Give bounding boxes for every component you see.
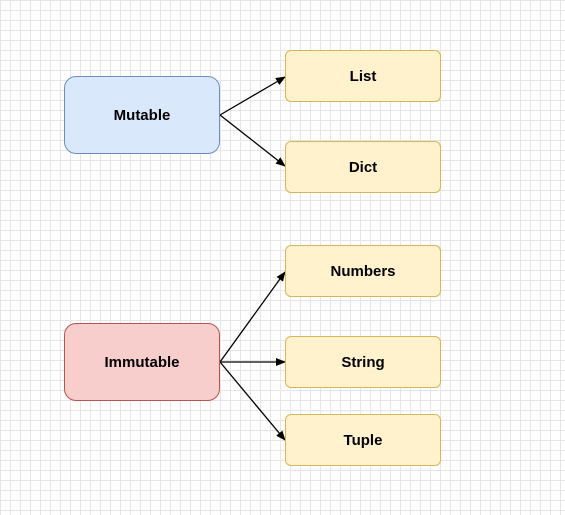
edge-mutable-dict xyxy=(219,114,286,167)
node-list[interactable]: List xyxy=(285,50,441,102)
node-numbers[interactable]: Numbers xyxy=(285,245,441,297)
node-tuple[interactable]: Tuple xyxy=(285,414,441,466)
edge-immutable-tuple xyxy=(219,361,286,441)
node-mutable[interactable]: Mutable xyxy=(64,76,220,154)
node-string[interactable]: String xyxy=(285,336,441,388)
node-immutable[interactable]: Immutable xyxy=(64,323,220,401)
edge-immutable-numbers xyxy=(219,271,286,363)
node-dict[interactable]: Dict xyxy=(285,141,441,193)
edge-mutable-list xyxy=(219,76,286,116)
